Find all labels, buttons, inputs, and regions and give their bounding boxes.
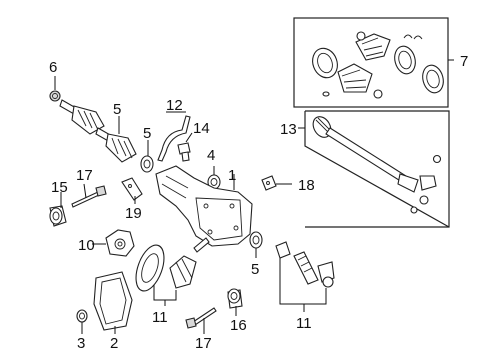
part-11-shaft-set: 11 xyxy=(275,241,335,332)
callout-15: 15 xyxy=(51,179,68,196)
callout-19: 19 xyxy=(125,205,142,222)
part-2-diff-cover: 2 xyxy=(93,271,133,352)
callout-5-upper: 5 xyxy=(143,125,151,142)
callout-1: 1 xyxy=(228,167,236,184)
part-14-breather: 14 xyxy=(177,120,210,162)
part-18-bracket: 18 xyxy=(261,175,315,194)
part-10-ring-pinion: 11 xyxy=(135,237,210,326)
halfshaft-frame-diagonal xyxy=(304,111,450,228)
part-16-bushing: 16 xyxy=(227,288,247,334)
part-7-nut: 6 xyxy=(49,59,61,102)
part-1-axle-housing: 1 xyxy=(155,165,253,247)
callout-11: 11 xyxy=(296,315,312,332)
halfshaft-inset: 13 xyxy=(280,110,450,228)
callout-8: 7 xyxy=(460,53,468,70)
boot-kit-frame xyxy=(293,17,449,108)
callout-4: 4 xyxy=(207,147,215,164)
part-15-bushing: 15 xyxy=(49,179,68,227)
part-19-bracket: 19 xyxy=(121,177,143,222)
boot-kit-parts xyxy=(312,31,444,99)
part-6-cv-axle: 5 xyxy=(59,99,137,163)
boot-kit-inset: 7 xyxy=(293,17,468,108)
part-17-bolt-upper: 17 xyxy=(71,167,107,208)
callout-10: 11 xyxy=(152,309,168,326)
callout-17-upper: 17 xyxy=(76,167,93,184)
part-4-seal: 4 xyxy=(207,147,221,190)
part-13-vent-hose: 12 xyxy=(157,97,191,162)
part-3-fill-plug: 3 xyxy=(76,309,88,352)
callout-18: 18 xyxy=(298,177,315,194)
callout-16: 16 xyxy=(230,317,247,334)
callout-7: 6 xyxy=(49,59,57,76)
part-5-seal-lower: 5 xyxy=(249,231,263,278)
callout-12: 13 xyxy=(280,121,297,138)
halfshaft-parts xyxy=(312,116,442,214)
callout-2: 2 xyxy=(110,335,118,352)
part-17-bolt-lower: 17 xyxy=(185,307,217,352)
callout-6: 5 xyxy=(113,101,121,118)
callout-14: 14 xyxy=(193,120,210,137)
part-9-differential-carrier: 10 xyxy=(78,229,135,257)
callout-17-lower: 17 xyxy=(195,335,212,352)
callout-5-lower: 5 xyxy=(251,261,259,278)
halfshaft-frame-top xyxy=(305,110,450,228)
part-5-seal-upper: 5 xyxy=(140,125,154,173)
callout-3: 3 xyxy=(77,335,85,352)
callout-9: 10 xyxy=(78,237,95,254)
callout-13: 12 xyxy=(166,97,183,114)
